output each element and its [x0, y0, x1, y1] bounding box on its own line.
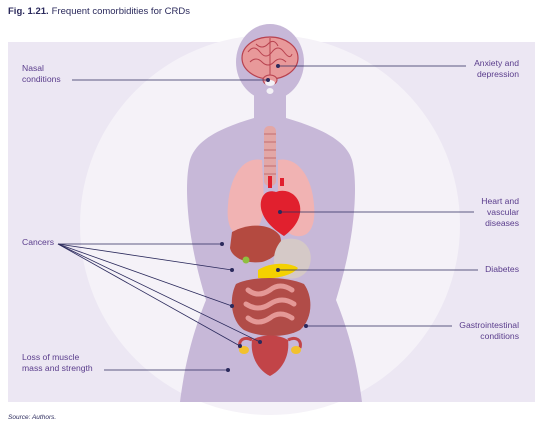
cancers-dot-1	[220, 242, 224, 246]
gastro-dot	[304, 324, 308, 328]
cancers-leader-3	[57, 243, 233, 307]
cancers-dot-2	[230, 268, 234, 272]
leader-lines	[57, 65, 478, 371]
cancers-dot-5	[238, 344, 242, 348]
figure-title-text: Frequent comorbidities for CRDs	[51, 6, 190, 17]
label-cancers: Cancers	[22, 237, 54, 247]
liver-icon	[230, 225, 282, 263]
heart-dot	[278, 210, 282, 214]
gallbladder-icon	[242, 256, 250, 264]
leader-dots	[220, 64, 308, 372]
cancers-dot-4	[258, 340, 262, 344]
label-gastro: Gastrointestinal conditions	[459, 320, 519, 341]
cancers-leader-2	[57, 243, 233, 271]
diabetes-dot	[276, 268, 280, 272]
label-nasal: Nasal conditions	[22, 63, 61, 84]
cancers-leader-5	[57, 243, 241, 347]
source-note: Source: Authors.	[8, 414, 57, 421]
label-diabetes: Diabetes	[485, 264, 519, 274]
uterus-icon	[238, 335, 302, 376]
cancers-leader-4	[57, 243, 261, 343]
trachea-icon	[264, 126, 276, 186]
label-anxiety: Anxiety and depression	[474, 58, 519, 79]
label-muscle: Loss of muscle mass and strength	[22, 352, 93, 373]
muscle-dot	[226, 368, 230, 372]
figure-title: Fig. 1.21.Frequent comorbidities for CRD…	[8, 6, 190, 17]
cancers-dot-3	[230, 304, 234, 308]
anxiety-dot	[276, 64, 280, 68]
figure-number: Fig. 1.21.	[8, 6, 49, 17]
intestines-icon	[231, 278, 311, 336]
label-heart: Heart and vascular diseases	[481, 196, 519, 228]
nasal-dot	[266, 78, 270, 82]
